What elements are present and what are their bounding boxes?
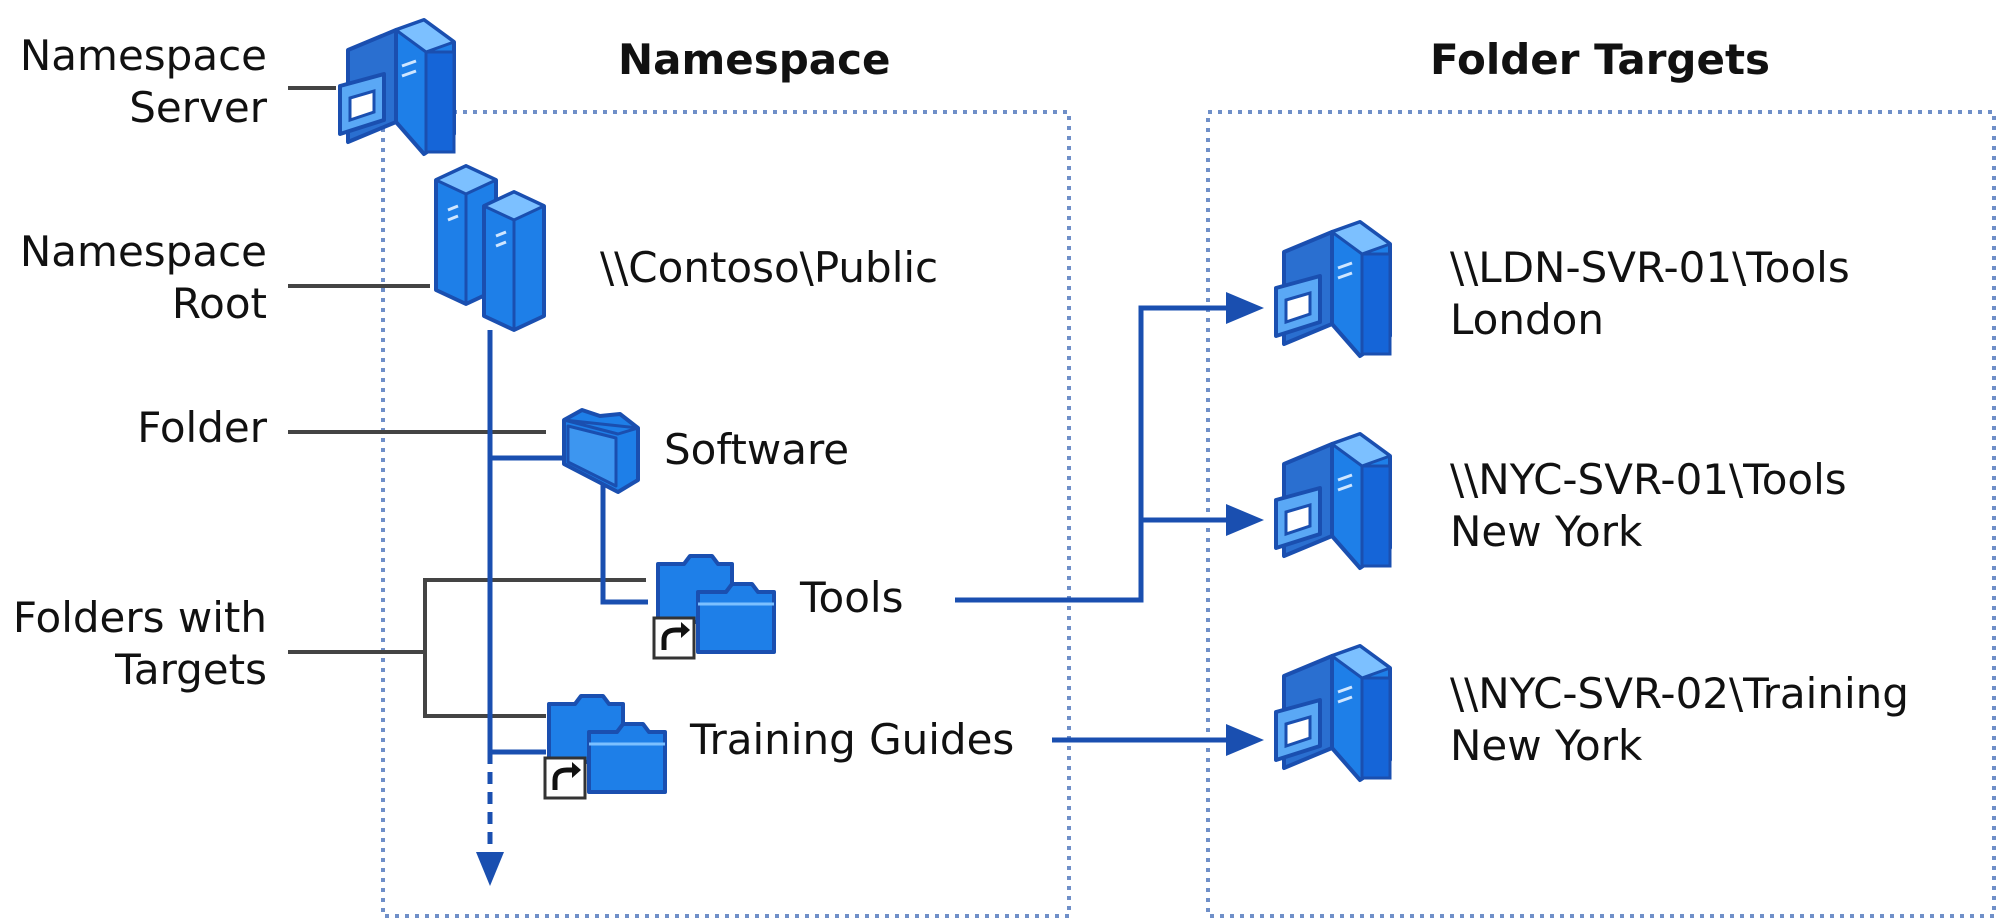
legend-folder: Folder — [137, 402, 267, 454]
folder-targets-heading: Folder Targets — [1430, 35, 1771, 84]
server-icon — [338, 18, 456, 156]
target-site: New York — [1450, 507, 1643, 556]
legend-leader-lines — [288, 86, 646, 718]
folder-shortcut-icon — [654, 556, 774, 658]
legend-text: Targets — [115, 645, 267, 694]
folder-shortcut-icon — [545, 696, 665, 798]
arrowheads — [1226, 292, 1264, 756]
legend-namespace-server: Namespace Server — [20, 30, 267, 134]
server-icon — [1274, 220, 1392, 358]
legend-namespace-root: Namespace Root — [20, 226, 267, 330]
namespace-tree-lines — [487, 330, 648, 755]
legend-text: Server — [129, 83, 267, 132]
folder-targets-frame — [1206, 110, 1996, 918]
legend-folders-with-targets: Folders with Targets — [13, 592, 267, 696]
namespace-continues-arrow — [476, 752, 504, 886]
target-path: \\NYC-SVR-01\Tools — [1450, 455, 1847, 504]
folder-label-tools: Tools — [800, 573, 904, 622]
folder-label-software: Software — [664, 425, 850, 474]
referral-arrows — [955, 305, 1228, 743]
target-path: \\LDN-SVR-01\Tools — [1450, 243, 1850, 292]
target-path: \\NYC-SVR-02\Training — [1450, 669, 1909, 718]
namespace-root-path: \\Contoso\Public — [600, 243, 939, 292]
namespace-frame — [381, 110, 1071, 918]
legend-text: Folder — [137, 403, 267, 452]
folder-icon — [562, 408, 640, 494]
dual-server-icon — [434, 164, 546, 332]
legend-text: Root — [171, 279, 267, 328]
server-icon — [1274, 644, 1392, 782]
target-label: \\LDN-SVR-01\Tools London — [1450, 242, 1850, 346]
folder-label-training-guides: Training Guides — [690, 715, 1015, 764]
server-icon — [1274, 432, 1392, 570]
target-site: New York — [1450, 721, 1643, 770]
target-label: \\NYC-SVR-02\Training New York — [1450, 668, 1909, 772]
legend-text: Namespace — [19, 227, 267, 276]
namespace-heading: Namespace — [618, 35, 891, 84]
legend-text: Namespace — [19, 31, 267, 80]
legend-text: Folders with — [12, 593, 267, 642]
target-label: \\NYC-SVR-01\Tools New York — [1450, 454, 1847, 558]
target-site: London — [1450, 295, 1604, 344]
